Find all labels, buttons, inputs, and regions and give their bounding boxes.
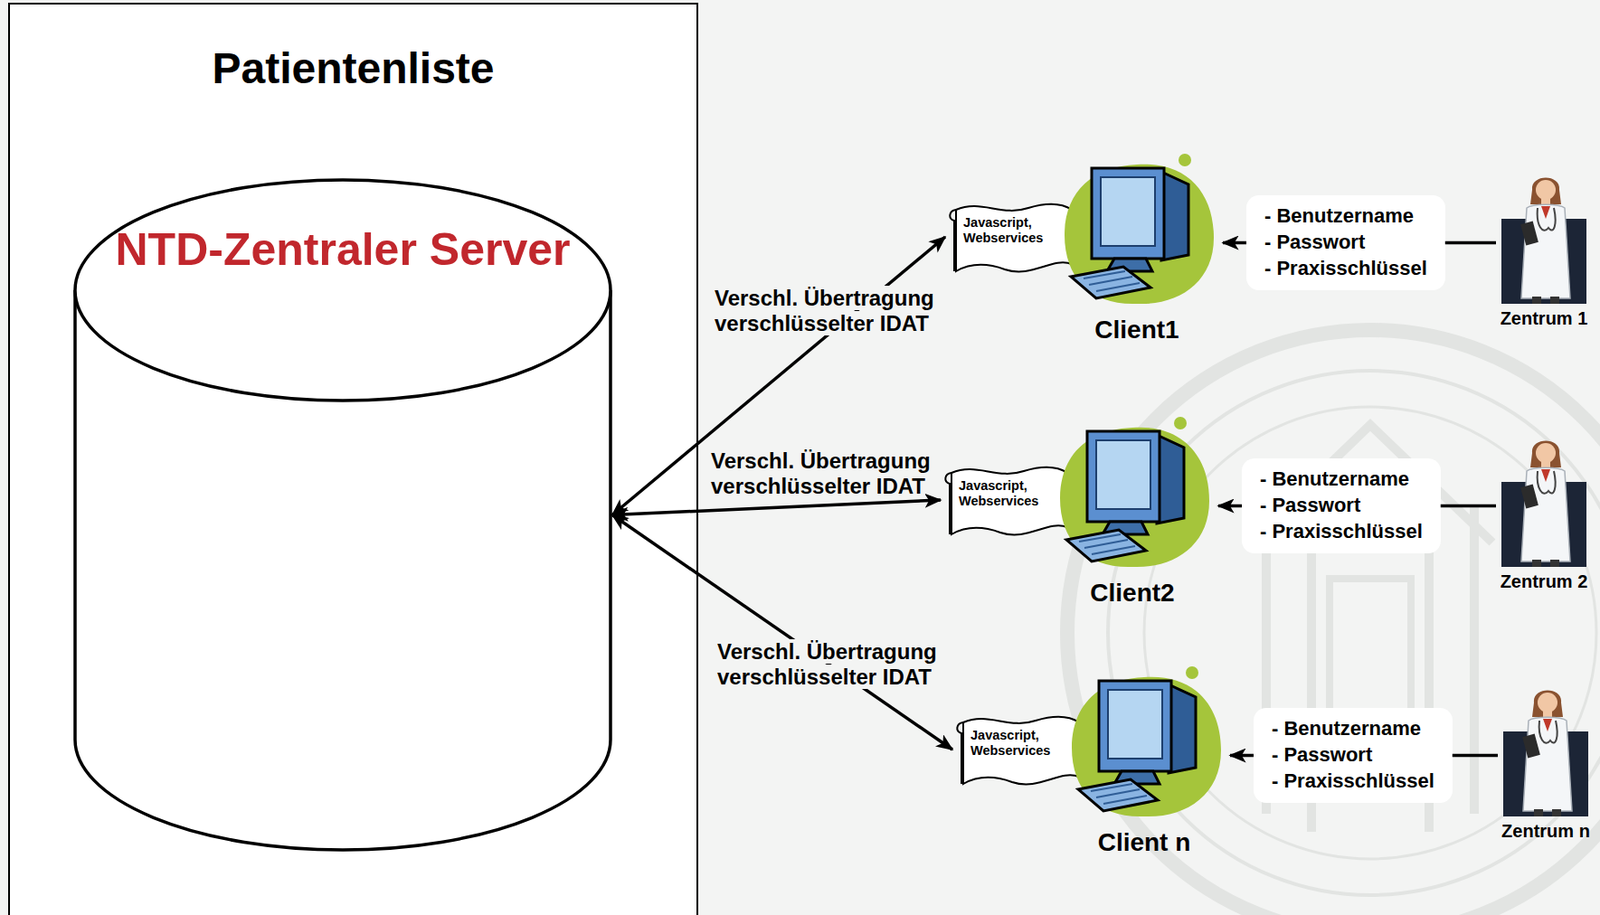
panel-title: Patientenliste xyxy=(9,43,697,95)
credential-item: - Benutzername xyxy=(1259,465,1423,493)
client-label: Client2 xyxy=(1046,577,1219,609)
client-computer: Client n xyxy=(1058,664,1231,869)
edge-label: Verschl. Übertragung verschlüsselter IDA… xyxy=(714,285,986,337)
connector-arrow xyxy=(1440,504,1496,509)
doctor-figure: Zentrum 2 xyxy=(1495,435,1592,598)
computer-icon xyxy=(1050,151,1223,308)
doctor-picture xyxy=(1495,435,1592,568)
credential-item: - Praxisschlüssel xyxy=(1271,767,1435,795)
connector-arrow xyxy=(612,236,946,516)
script-scroll: Javascript, Webservices xyxy=(952,710,1087,790)
credentials-box: - Benutzername- Passwort- Praxisschlüsse… xyxy=(1253,708,1453,804)
connector-arrow xyxy=(1445,241,1496,246)
doctor-picture xyxy=(1495,171,1592,304)
script-scroll: Javascript, Webservices xyxy=(945,197,1080,277)
credential-item: - Praxisschlüssel xyxy=(1259,518,1423,545)
client-computer: Client1 xyxy=(1050,151,1223,356)
client-computer: Client2 xyxy=(1046,415,1219,619)
center-label: Zentrum n xyxy=(1497,820,1594,843)
edge-label: Verschl. Übertragung verschlüsselter IDA… xyxy=(710,448,983,500)
script-scroll: Javascript, Webservices xyxy=(940,460,1075,540)
computer-icon xyxy=(1046,415,1219,571)
server-cylinder: NTD-Zentraler Server xyxy=(73,178,613,853)
client-label: Client1 xyxy=(1050,314,1223,346)
script-label: Javascript, Webservices xyxy=(958,478,1057,510)
client-label: Client n xyxy=(1058,827,1231,859)
script-label: Javascript, Webservices xyxy=(970,728,1069,759)
doctor-picture xyxy=(1497,684,1594,817)
credential-item: - Benutzername xyxy=(1264,202,1428,229)
script-label: Javascript, Webservices xyxy=(963,215,1061,247)
connector-arrow xyxy=(612,500,941,516)
connector-arrow xyxy=(1452,754,1498,758)
edge-label: Verschl. Übertragung verschlüsselter IDA… xyxy=(717,639,989,691)
connector-arrow xyxy=(1218,504,1242,509)
credentials-box: - Benutzername- Passwort- Praxisschlüsse… xyxy=(1246,195,1446,291)
cylinder-outline xyxy=(73,178,613,853)
connector-arrow xyxy=(1222,241,1247,246)
transfer-label: Verschl. Übertragung verschlüsselter IDA… xyxy=(710,448,931,499)
center-label: Zentrum 2 xyxy=(1495,570,1592,593)
server-label: NTD-Zentraler Server xyxy=(103,178,583,279)
center-label: Zentrum 1 xyxy=(1495,307,1592,330)
credential-item: - Passwort xyxy=(1271,741,1435,768)
credential-item: - Passwort xyxy=(1259,492,1423,519)
transfer-label: Verschl. Übertragung verschlüsselter IDA… xyxy=(714,285,935,336)
credentials-box: - Benutzername- Passwort- Praxisschlüsse… xyxy=(1241,458,1441,554)
patient-list-panel: PatientenlisteNTD-Zentraler Server xyxy=(8,2,699,915)
doctor-figure: Zentrum n xyxy=(1497,684,1594,848)
connector-arrow xyxy=(612,515,953,751)
computer-icon xyxy=(1058,664,1231,821)
connector-arrow xyxy=(1230,754,1254,758)
credential-item: - Passwort xyxy=(1264,228,1428,256)
credential-item: - Benutzername xyxy=(1271,715,1435,742)
transfer-label: Verschl. Übertragung verschlüsselter IDA… xyxy=(717,639,938,690)
credential-item: - Praxisschlüssel xyxy=(1264,255,1428,282)
doctor-figure: Zentrum 1 xyxy=(1495,171,1592,335)
